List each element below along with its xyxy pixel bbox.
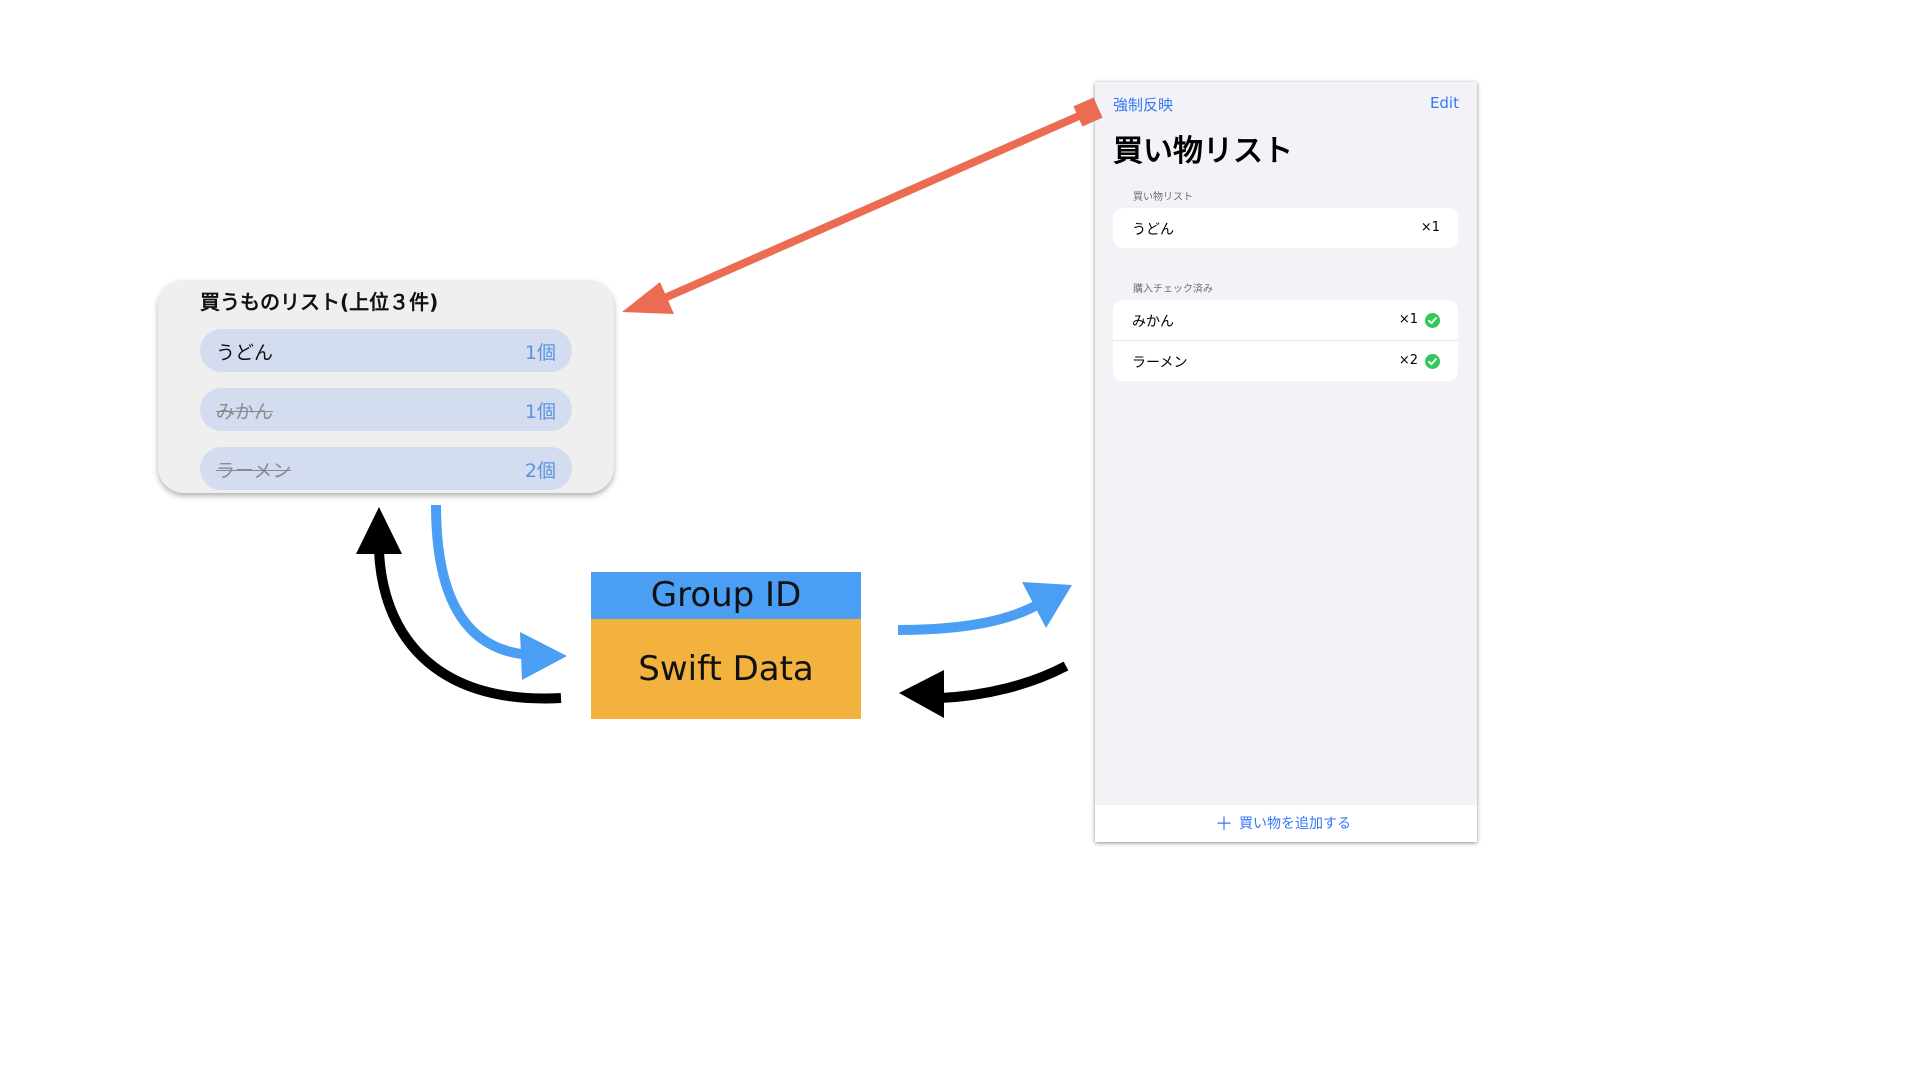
- item-name: うどん: [1132, 222, 1174, 238]
- widget-row-mikan[interactable]: みかん 1個: [200, 388, 572, 431]
- force-sync-button[interactable]: 強制反映: [1113, 96, 1174, 114]
- add-item-bar[interactable]: ＋ 買い物を追加する: [1095, 805, 1477, 842]
- black-arrow-data-to-widget: [356, 507, 562, 704]
- list-item[interactable]: うどん ×1: [1113, 208, 1458, 248]
- section-header-checked: 購入チェック済み: [1133, 284, 1213, 295]
- shopping-list-group: うどん ×1: [1113, 208, 1458, 248]
- widget-item-name: うどん: [216, 342, 274, 364]
- widget-item-name: みかん: [216, 401, 274, 423]
- checkmark-circle-icon[interactable]: [1425, 354, 1440, 369]
- widget-card: 買うものリスト(上位３件) うどん 1個 みかん 1個 ラーメン 2個: [158, 280, 614, 493]
- black-arrow-app-to-data: [899, 661, 1069, 718]
- edit-button[interactable]: Edit: [1429, 94, 1459, 112]
- blue-arrow-data-to-app: [897, 582, 1072, 635]
- section-header-shopping: 買い物リスト: [1133, 192, 1193, 203]
- list-item[interactable]: みかん ×1: [1113, 300, 1458, 340]
- widget-item-name: ラーメン: [216, 460, 292, 482]
- checkmark-circle-icon[interactable]: [1425, 313, 1440, 328]
- item-qty: ×1: [1398, 312, 1418, 327]
- red-arrow: [622, 97, 1103, 314]
- item-name: みかん: [1132, 314, 1174, 330]
- plus-icon: ＋: [1215, 814, 1233, 835]
- item-name: ラーメン: [1132, 355, 1188, 371]
- widget-item-qty: 2個: [524, 460, 556, 482]
- widget-item-qty: 1個: [524, 401, 556, 423]
- page-title: 買い物リスト: [1113, 134, 1293, 169]
- widget-row-udon[interactable]: うどん 1個: [200, 329, 572, 372]
- add-item-label: 買い物を追加する: [1239, 816, 1351, 832]
- checked-list-group: みかん ×1 ラーメン ×2: [1113, 300, 1458, 381]
- widget-row-ramen[interactable]: ラーメン 2個: [200, 447, 572, 490]
- list-item[interactable]: ラーメン ×2: [1113, 340, 1458, 381]
- swift-data-box: Swift Data: [591, 619, 861, 719]
- app-screen: 強制反映 Edit 買い物リスト 買い物リスト うどん ×1 購入チェック済み …: [1095, 82, 1477, 842]
- blue-arrow-widget-to-data: [431, 504, 567, 680]
- item-qty: ×1: [1420, 220, 1440, 235]
- widget-item-qty: 1個: [524, 342, 556, 364]
- group-id-box: Group ID: [591, 572, 861, 619]
- widget-title: 買うものリスト(上位３件): [200, 290, 439, 314]
- item-qty: ×2: [1398, 353, 1418, 368]
